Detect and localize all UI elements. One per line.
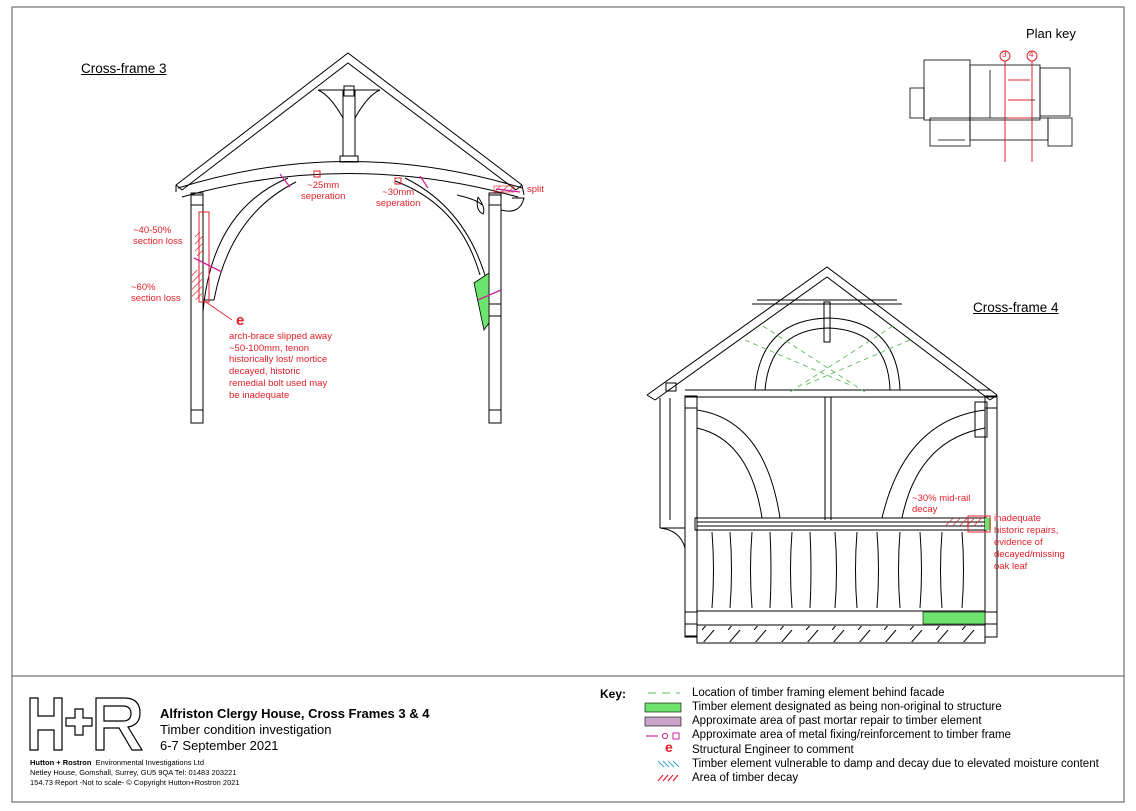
key-symbol-red-hatch	[657, 774, 679, 782]
key-e-symbol: e	[665, 739, 673, 755]
plan-key-drawing	[909, 59, 1073, 147]
cross-frame-3-title: Cross-frame 3	[81, 61, 167, 76]
annotation-sep-25: ~25mm seperation	[301, 180, 346, 202]
decay-hatch-cf4	[946, 518, 982, 526]
decay-outline-cf3	[198, 211, 210, 303]
non-original-timber-cf4-b	[985, 518, 991, 530]
plan-key-markers	[999, 50, 1038, 162]
annotation-split: split	[527, 184, 544, 195]
report-footer: 154.73 Report -Not to scale- © Copyright…	[30, 778, 240, 787]
drawing-title: Alfriston Clergy House, Cross Frames 3 &…	[160, 706, 430, 721]
hidden-framing-cf4	[744, 325, 911, 393]
key-symbol-green-fill	[644, 702, 682, 713]
decay-hatch-cf3-3	[493, 185, 515, 193]
non-original-timber-cf4	[922, 611, 986, 625]
non-original-timber-cf3	[473, 272, 490, 331]
company-name: Hutton + Rostron Environmental Investiga…	[30, 758, 204, 767]
metal-fixings-cf3	[193, 173, 521, 301]
sheet-border	[11, 6, 1125, 803]
annotation-historic-repairs: inadequate historic repairs, evidence of…	[994, 513, 1065, 572]
floor-hatch	[698, 626, 984, 642]
key-symbol-blue-hatch	[657, 760, 680, 768]
key-item-non-original: Timber element designated as being non-o…	[692, 701, 1002, 713]
plan-marker-4: 4	[1029, 50, 1034, 59]
company-name-rest: Environmental Investigations Ltd	[95, 758, 205, 767]
decay-outline-cf4	[967, 515, 991, 533]
key-symbols	[644, 692, 682, 782]
annotation-mid-rail-decay: ~30% mid-rail decay	[912, 493, 971, 515]
cross-frame-4-drawing	[646, 266, 998, 644]
engineer-comment-e-symbol: e	[236, 312, 245, 329]
cross-frame-4-title: Cross-frame 4	[973, 300, 1059, 315]
cross-frame-3-drawing	[175, 52, 525, 424]
key-item-hidden-framing: Location of timber framing element behin…	[692, 687, 945, 699]
annotation-arch-brace: arch-brace slipped away ~50-100mm, tenon…	[229, 331, 332, 401]
company-address: Netley House, Gomshall, Surrey, GU5 9QA …	[30, 768, 237, 777]
annotation-section-loss-40-50: ~40-50% section loss	[133, 225, 183, 247]
hr-logo	[29, 697, 144, 751]
key-heading: Key:	[600, 687, 627, 701]
annotation-section-loss-60: ~60% section loss	[131, 282, 181, 304]
key-symbol-mauve-fill	[644, 716, 682, 727]
decay-hatch-cf3-2	[192, 270, 202, 300]
key-item-metal-fixing: Approximate area of metal fixing/reinfor…	[692, 729, 1011, 741]
key-item-structural-engineer: Structural Engineer to comment	[692, 744, 854, 756]
drawing-subtitle: Timber condition investigation	[160, 722, 332, 737]
key-item-timber-decay: Area of timber decay	[692, 772, 799, 784]
plan-marker-3: 3	[1002, 50, 1007, 59]
key-item-damp-vulnerable: Timber element vulnerable to damp and de…	[692, 758, 1099, 770]
plan-key-title: Plan key	[1026, 26, 1076, 41]
company-name-bold: Hutton + Rostron	[30, 758, 92, 767]
annotation-sep-30: ~30mm seperation	[376, 187, 421, 209]
key-item-mortar-repair: Approximate area of past mortar repair t…	[692, 715, 982, 727]
drawing-date: 6-7 September 2021	[160, 738, 279, 753]
